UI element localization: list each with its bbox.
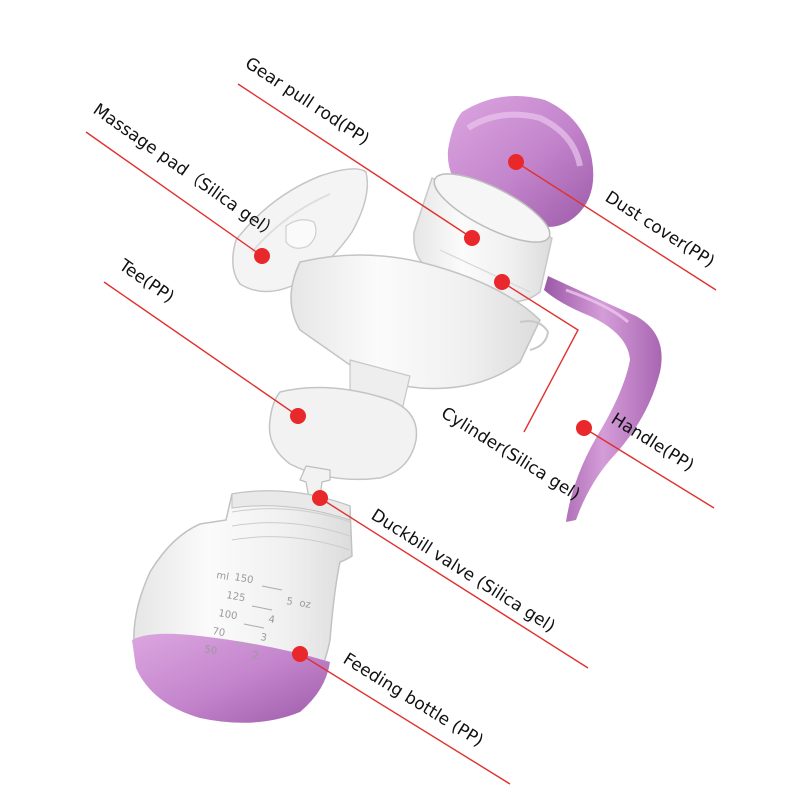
leader-gear-pull-rod: [237, 83, 473, 239]
marker-handle: [576, 420, 592, 436]
marker-gear-pull-rod: [464, 230, 480, 246]
oz-mark-3: 3: [259, 632, 267, 644]
oz-mark-4: 4: [267, 614, 275, 626]
marker-cylinder: [494, 274, 510, 290]
handle-part: [544, 276, 662, 522]
leader-feeding-bottle: [299, 653, 511, 785]
label-duckbill-valve: Duckbill valve (Silica gel): [367, 505, 558, 637]
ml-mark-150: 150: [233, 572, 254, 586]
volume-scale: ml 150 125 100 70 50 5 oz 4 3 2: [203, 570, 311, 662]
oz-mark-2: 2: [251, 650, 259, 662]
label-massage-pad: Massage pad（Silica gel）: [89, 100, 282, 244]
label-dust-cover: Dust cover(PP): [601, 187, 718, 272]
label-feeding-bottle: Feeding bottle (PP): [339, 649, 486, 751]
feeding-bottle-part: ml 150 125 100 70 50 5 oz 4 3 2: [132, 490, 353, 723]
leader-handle: [583, 427, 715, 509]
leader-massage-pad: [85, 131, 263, 257]
ml-mark-70: 70: [211, 626, 225, 639]
leader-duckbill-valve: [319, 497, 589, 669]
unit-ml-text: ml: [215, 570, 229, 583]
unit-oz-text: oz: [298, 598, 311, 611]
callouts: [85, 83, 717, 785]
marker-dust-cover: [508, 154, 524, 170]
label-gear-pull-rod: Gear pull rod(PP): [241, 53, 373, 149]
leader-tee: [103, 281, 299, 417]
oz-mark-5: 5: [285, 596, 293, 608]
label-cylinder: Cylinder(Silica gel): [437, 403, 583, 505]
leader-cylinder: [501, 281, 579, 433]
marker-feeding-bottle: [292, 646, 308, 662]
ml-mark-125: 125: [225, 590, 246, 604]
marker-duckbill-valve: [312, 490, 328, 506]
marker-massage-pad: [254, 248, 270, 264]
label-tee: Tee(PP): [114, 255, 177, 307]
leader-dust-cover: [515, 161, 717, 291]
ml-mark-100: 100: [217, 608, 238, 622]
tee-part: [268, 254, 550, 481]
ml-mark-50: 50: [203, 644, 217, 657]
marker-tee: [290, 408, 306, 424]
